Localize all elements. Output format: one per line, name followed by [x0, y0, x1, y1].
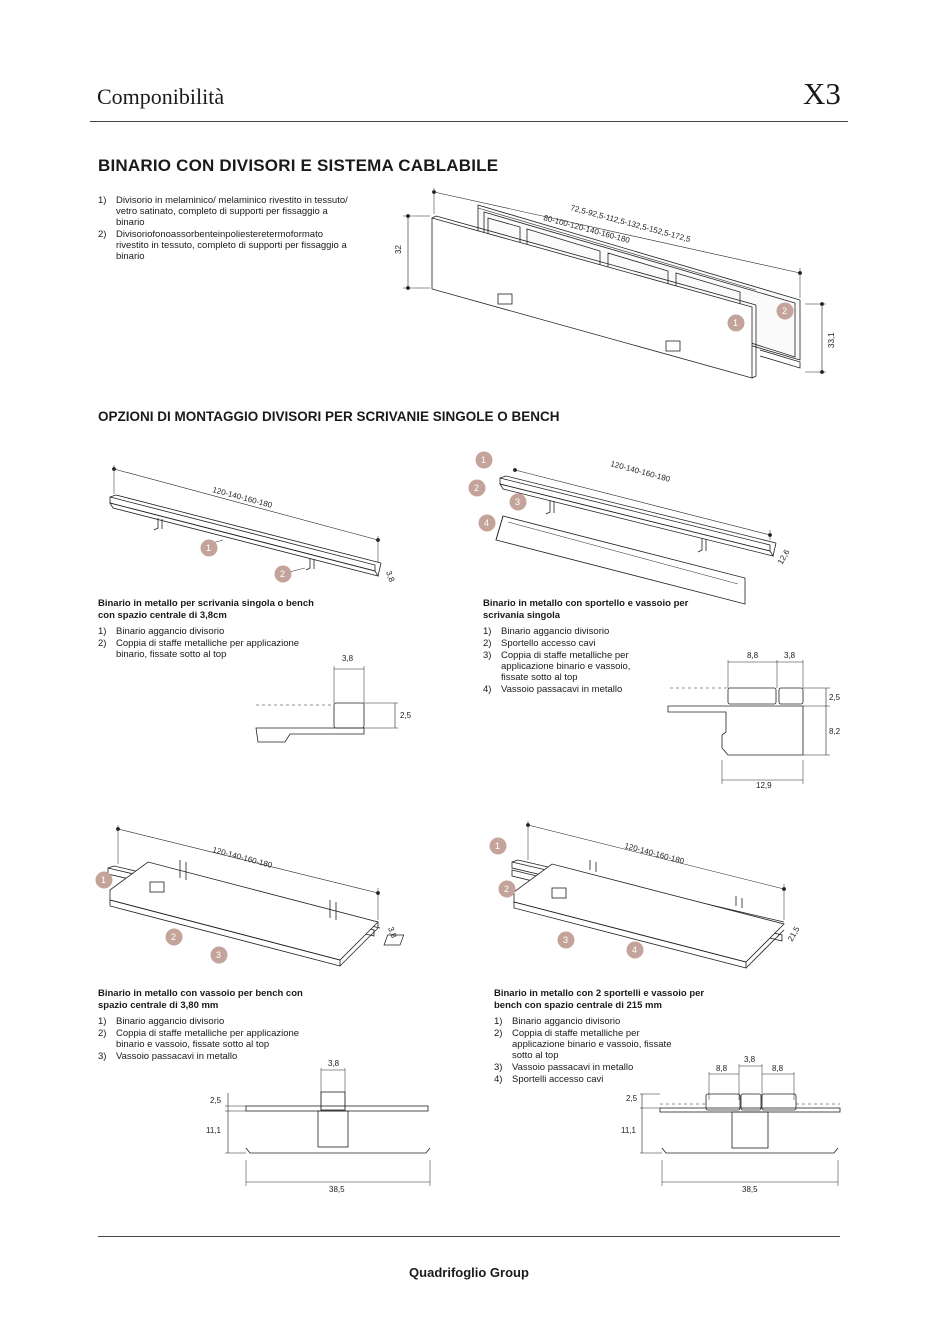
svg-text:3: 3 [563, 935, 568, 945]
dim-d-bottom: 38,5 [742, 1185, 758, 1194]
svg-text:2: 2 [782, 306, 787, 316]
callout-marker: 1 [475, 451, 493, 469]
list-item: 4)Vassoio passacavi in metallo [483, 684, 623, 695]
dim-d-w3: 8,8 [772, 1064, 784, 1073]
callout-marker: 3 [210, 946, 228, 964]
header-divider [90, 121, 848, 122]
callout-marker: 3 [557, 931, 575, 949]
dim-d-h2: 11,1 [621, 1126, 637, 1135]
callout-marker: 3 [509, 493, 527, 511]
option-b-section-drawing [667, 660, 830, 784]
option-d-item-list: 1)Binario aggancio divisorio 2)Coppia di… [494, 1016, 684, 1086]
list-item: 2)Sportello accesso cavi [483, 638, 596, 649]
dim-section1-height: 32 [394, 245, 403, 254]
option-d-bench-drawing [383, 821, 786, 969]
option-d-section-drawing [640, 1064, 841, 1186]
list-item: 2)Divisoriofonoassorbenteinpoliestereter… [98, 229, 347, 262]
callout-marker: 2 [468, 479, 486, 497]
svg-text:4: 4 [632, 945, 637, 955]
svg-text:3: 3 [216, 950, 221, 960]
option-a-section-drawing [255, 666, 398, 743]
dim-c-depth: 3,8 [386, 926, 398, 940]
callout-marker: 1 [489, 837, 507, 855]
option-c-caption: Binario in metallo con vassoio per bench… [98, 988, 303, 1011]
list-item: 2)Coppia di staffe metalliche per applic… [494, 1028, 672, 1061]
callout-marker: 2 [165, 928, 183, 946]
section-heading-options: OPZIONI DI MONTAGGIO DIVISORI PER SCRIVA… [98, 409, 560, 424]
callout-marker: 2 [498, 880, 516, 898]
option-b-item-list: 1)Binario aggancio divisorio 2)Sportello… [483, 626, 648, 696]
callout-marker: 4 [626, 941, 644, 959]
dim-b-depth: 12,6 [776, 548, 792, 566]
list-item: 1)Binario aggancio divisorio [98, 1016, 225, 1027]
option-d-caption: Binario in metallo con 2 sportelli e vas… [494, 988, 705, 1011]
callout-marker: 1 [200, 539, 218, 557]
option-a-caption: Binario in metallo per scrivania singola… [98, 598, 314, 621]
dim-a-w: 3,8 [342, 654, 354, 663]
section-heading-track: BINARIO CON DIVISORI E SISTEMA CABLABILE [98, 156, 499, 175]
dim-d-w2: 3,8 [744, 1055, 756, 1064]
product-code: X3 [803, 76, 841, 111]
panel-assembly-drawing [403, 188, 826, 379]
dim-d-depth: 21,5 [786, 925, 802, 943]
page-title: Componibilità [97, 84, 225, 109]
callout-marker: 4 [478, 514, 496, 532]
dim-d-w1: 8,8 [716, 1064, 728, 1073]
option-b-caption: Binario in metallo con sportello e vasso… [483, 598, 689, 621]
dim-c-w: 3,8 [328, 1059, 340, 1068]
dim-d-length: 120-140-160-180 [623, 841, 685, 866]
dim-section1-height2: 33,1 [827, 332, 836, 348]
list-item: 1)Divisorio in melaminico/ melaminico ri… [98, 195, 348, 228]
section1-item-list: 1)Divisorio in melaminico/ melaminico ri… [98, 195, 348, 263]
dim-d-h1: 2,5 [626, 1094, 638, 1103]
list-item: 2)Coppia di staffe metalliche per applic… [98, 1028, 300, 1050]
dim-c-h1: 2,5 [210, 1096, 222, 1105]
list-item: 1)Binario aggancio divisorio [483, 626, 610, 637]
list-item: 4)Sportelli accesso cavi [494, 1074, 604, 1085]
dim-b-bottom: 12,9 [756, 781, 772, 790]
svg-text:1: 1 [733, 318, 738, 328]
dim-a-h: 2,5 [400, 711, 412, 720]
option-a-rail-drawing [109, 465, 382, 577]
svg-text:2: 2 [280, 569, 285, 579]
callout-marker: 1 [95, 871, 113, 889]
option-c-bench-drawing [107, 825, 381, 967]
svg-text:2: 2 [504, 884, 509, 894]
dim-c-h2: 11,1 [206, 1126, 222, 1135]
dim-c-length: 120-140-160-180 [211, 845, 273, 870]
svg-text:1: 1 [101, 875, 106, 885]
callout-marker: 2 [776, 302, 794, 320]
svg-text:1: 1 [481, 455, 486, 465]
callout-marker: 1 [727, 314, 745, 332]
svg-text:1: 1 [206, 543, 211, 553]
svg-text:2: 2 [474, 483, 479, 493]
option-c-section-drawing [225, 1068, 431, 1186]
list-item: 2)Coppia di staffe metalliche per applic… [98, 638, 300, 660]
dim-b-w1: 8,8 [747, 651, 759, 660]
option-c-item-list: 1)Binario aggancio divisorio 2)Coppia di… [98, 1016, 318, 1063]
svg-text:2: 2 [171, 932, 176, 942]
option-a-item-list: 1)Binario aggancio divisorio 2)Coppia di… [98, 626, 318, 661]
list-item: 1)Binario aggancio divisorio [98, 626, 225, 637]
svg-text:4: 4 [484, 518, 489, 528]
dim-b-h1: 2,5 [829, 693, 841, 702]
svg-text:1: 1 [495, 841, 500, 851]
callout-markers: 1 2 1 2 1 2 3 4 1 2 3 1 2 3 4 [95, 302, 794, 964]
dim-b-h2: 8,2 [829, 727, 841, 736]
dim-b-length: 120-140-160-180 [609, 459, 671, 484]
list-item: 3)Coppia di staffe metalliche per applic… [483, 650, 631, 683]
dim-a-depth: 3,8 [384, 570, 396, 584]
callout-marker: 2 [274, 565, 292, 583]
brand-logo-text: Quadrifoglio Group [409, 1265, 529, 1280]
footer-divider [98, 1236, 840, 1237]
list-item: 3)Vassoio passacavi in metallo [494, 1062, 634, 1073]
list-item: 1)Binario aggancio divisorio [494, 1016, 621, 1027]
dim-b-w2: 3,8 [784, 651, 796, 660]
dim-c-bottom: 38,5 [329, 1185, 345, 1194]
list-item: 3)Vassoio passacavi in metallo [98, 1051, 238, 1062]
option-b-rail-tray-drawing [495, 468, 777, 605]
svg-text:3: 3 [515, 497, 520, 507]
